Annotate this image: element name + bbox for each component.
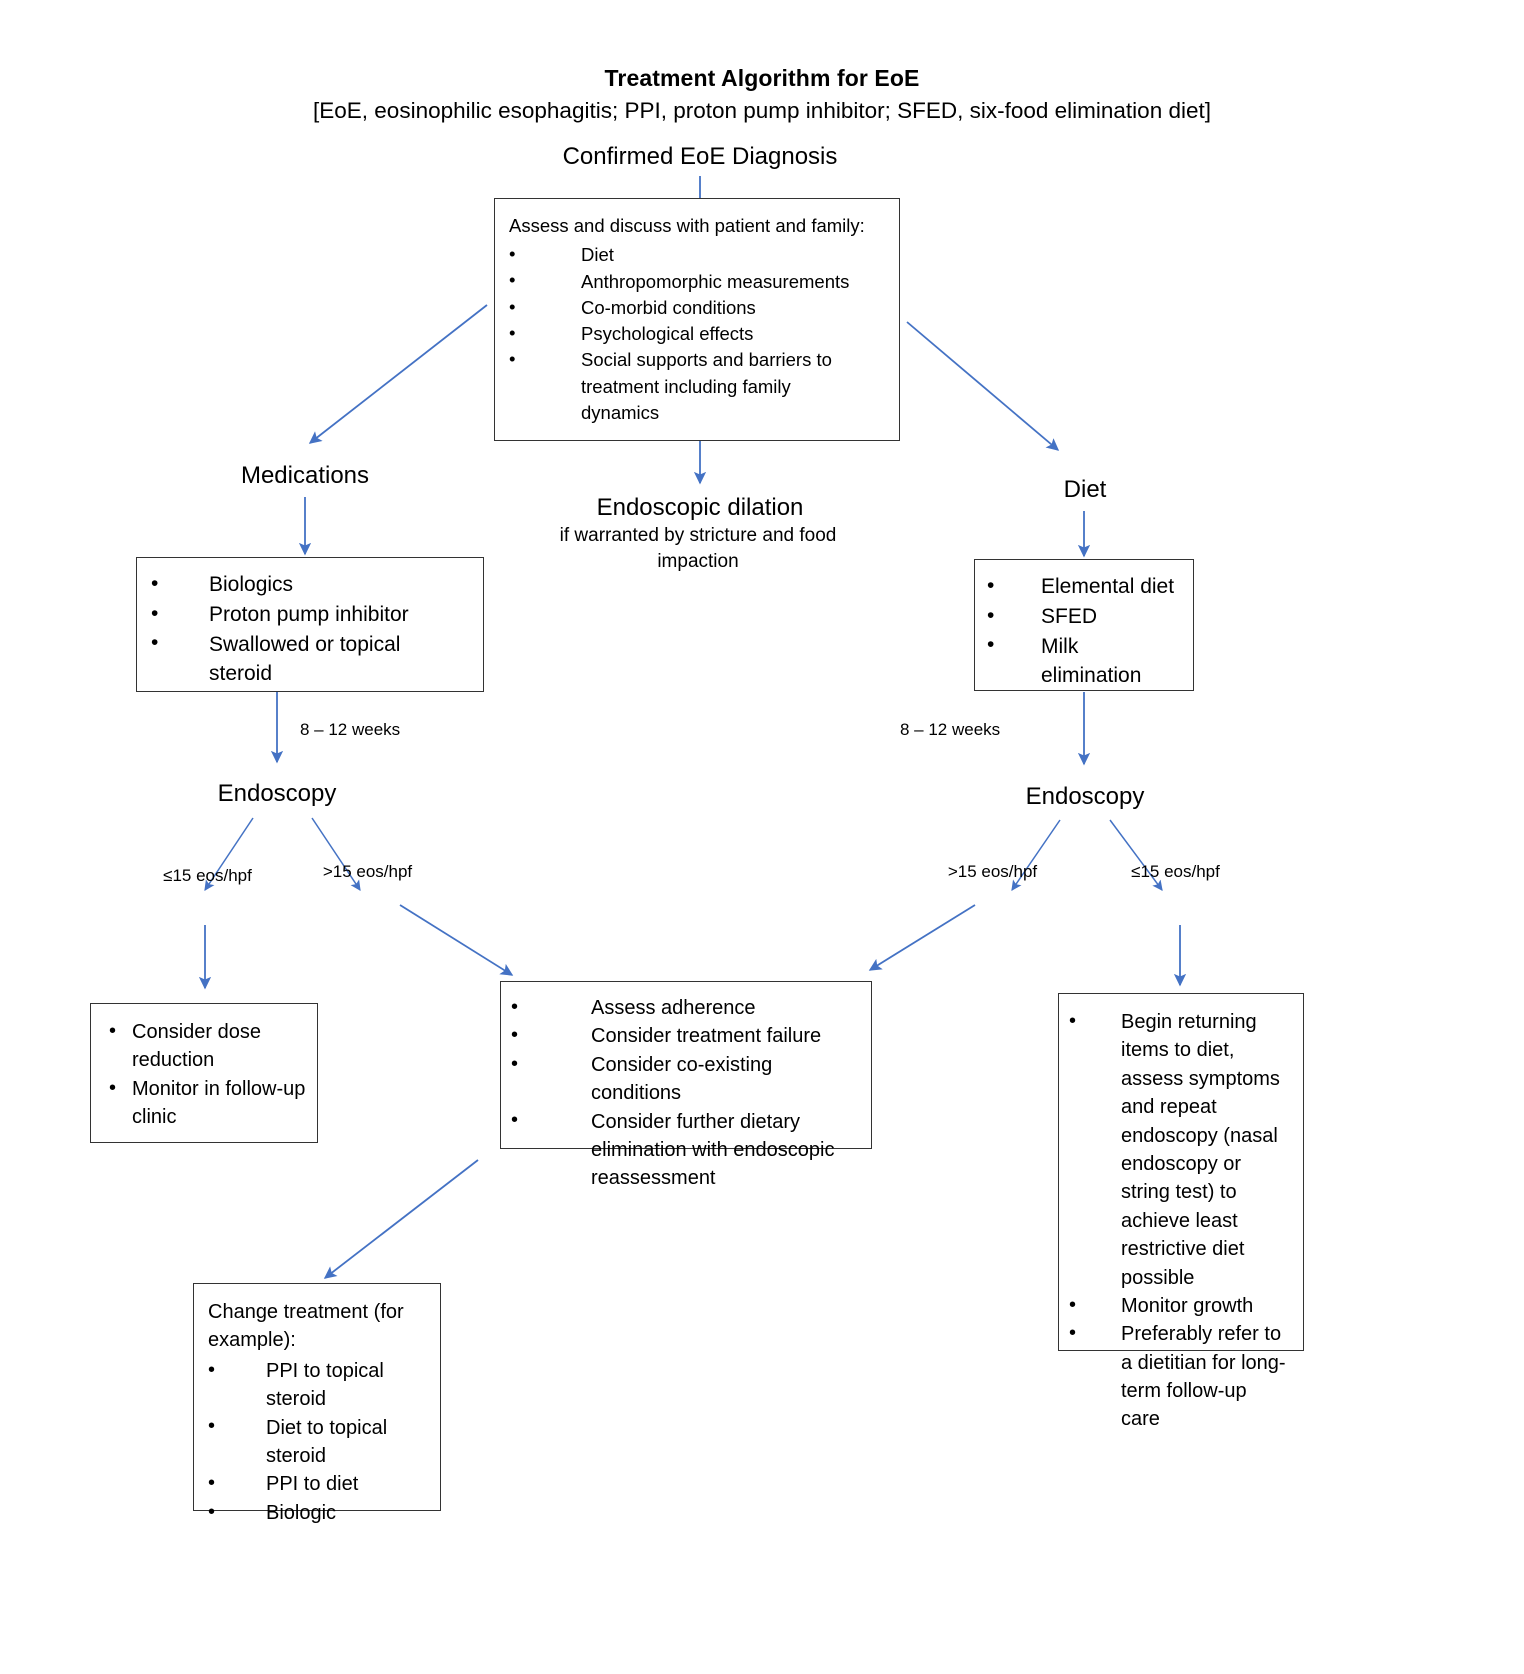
list-item: Consider dose reduction — [109, 1017, 307, 1075]
edge-label-left-low: ≤15 eos/hpf — [120, 866, 295, 886]
list-item: Milk elimination — [987, 630, 1185, 692]
list-item: Monitor in follow-up clinic — [109, 1074, 307, 1132]
list-item: Anthropomorphic measurements — [509, 267, 887, 295]
page-legend: [EoE, eosinophilic esophagitis; PPI, pro… — [313, 98, 1211, 123]
list-item: Begin returning items to diet, assess sy… — [1069, 1007, 1295, 1292]
list-item: Assess adherence — [511, 993, 861, 1022]
edge-label-right-low-text: ≤15 eos/hpf — [1131, 862, 1220, 881]
diet-box-list: Elemental diet SFED Milk elimination — [987, 571, 1185, 692]
treatment-failure-list: Assess adherence Consider treatment fail… — [511, 993, 861, 1193]
treatment-failure-box: Assess adherence Consider treatment fail… — [500, 981, 872, 1189]
dose-reduction-list: Consider dose reduction Monitor in follo… — [109, 1017, 307, 1132]
assess-box-list: Diet Anthropomorphic measurements Co-mor… — [509, 241, 887, 426]
list-item: Biologics — [151, 569, 473, 600]
list-item: Monitor growth — [1069, 1291, 1295, 1320]
node-confirmed-diagnosis-label: Confirmed EoE Diagnosis — [562, 143, 838, 170]
assess-box-intro: Assess and discuss with patient and fami… — [509, 215, 865, 236]
edge-highright-to-failure — [868, 904, 976, 971]
edge-label-right-high-text: >15 eos/hpf — [947, 862, 1038, 881]
list-item: Elemental diet — [987, 571, 1185, 602]
edge-label-weeks-left: 8 – 12 weeks — [300, 720, 480, 740]
diet-reintroduction-list: Begin returning items to diet, assess sy… — [1069, 1007, 1295, 1434]
list-item: Swallowed or topical steroid — [151, 628, 473, 690]
edge-label-weeks-right-text: 8 – 12 weeks — [900, 720, 1001, 739]
node-medications: Medications — [165, 462, 445, 490]
list-item: PPI to diet — [208, 1469, 430, 1498]
node-endoscopic-dilation-sub-text: if warranted by stricture and food impac… — [559, 525, 837, 572]
edge-assess-to-diet — [906, 321, 1060, 451]
list-item: Consider further dietary elimination wit… — [511, 1106, 861, 1193]
edge-label-weeks-left-text: 8 – 12 weeks — [300, 720, 401, 739]
assess-box: Assess and discuss with patient and fami… — [494, 198, 900, 441]
medications-box: Biologics Proton pump inhibitor Swallowe… — [136, 557, 484, 692]
edge-label-right-high: >15 eos/hpf — [905, 862, 1080, 882]
dose-reduction-box: Consider dose reduction Monitor in follo… — [90, 1003, 318, 1143]
list-item: SFED — [987, 601, 1185, 632]
node-diet-label: Diet — [1063, 476, 1107, 503]
list-item: Social supports and barriers to treatmen… — [509, 346, 887, 426]
node-endoscopy-right: Endoscopy — [965, 783, 1205, 811]
diet-reintroduction-box: Begin returning items to diet, assess sy… — [1058, 993, 1304, 1430]
list-item: PPI to topical steroid — [208, 1356, 430, 1414]
list-item: Diet to topical steroid — [208, 1412, 430, 1471]
edge-label-left-low-text: ≤15 eos/hpf — [163, 866, 252, 885]
edge-label-right-low: ≤15 eos/hpf — [1088, 862, 1263, 882]
node-diet: Diet — [960, 476, 1210, 504]
node-endoscopy-left-label: Endoscopy — [217, 780, 337, 807]
node-endoscopy-left: Endoscopy — [157, 780, 397, 808]
node-confirmed-diagnosis: Confirmed EoE Diagnosis — [440, 143, 960, 171]
list-item: Psychological effects — [509, 320, 887, 347]
edge-assess-to-medications — [308, 304, 488, 444]
page-title: Treatment Algorithm for EoE — [604, 65, 920, 91]
node-endoscopic-dilation-sub: if warranted by stricture and food impac… — [548, 523, 848, 574]
edge-failure-to-change-treatment — [323, 1159, 479, 1279]
edge-highleft-to-failure — [399, 904, 514, 976]
node-medications-label: Medications — [240, 462, 370, 489]
node-endoscopic-dilation-label: Endoscopic dilation — [596, 494, 804, 521]
medications-box-list: Biologics Proton pump inhibitor Swallowe… — [151, 569, 473, 690]
diet-box: Elemental diet SFED Milk elimination — [974, 559, 1194, 691]
change-treatment-list: PPI to topical steroid Diet to topical s… — [208, 1356, 430, 1527]
list-item: Biologic — [208, 1498, 430, 1527]
edge-label-left-high: >15 eos/hpf — [280, 862, 455, 882]
node-endoscopic-dilation: Endoscopic dilation — [520, 494, 880, 522]
list-item: Consider co-existing conditions — [511, 1050, 861, 1108]
list-item: Co-morbid conditions — [509, 294, 887, 321]
change-treatment-intro: Change treatment (for example): — [208, 1301, 404, 1352]
edge-label-weeks-right: 8 – 12 weeks — [900, 720, 1080, 740]
list-item: Preferably refer to a dietitian for long… — [1069, 1319, 1295, 1434]
list-item: Consider treatment failure — [511, 1021, 861, 1050]
list-item: Diet — [509, 241, 887, 268]
node-endoscopy-right-label: Endoscopy — [1025, 783, 1145, 810]
edge-label-left-high-text: >15 eos/hpf — [322, 862, 413, 881]
list-item: Proton pump inhibitor — [151, 599, 473, 630]
change-treatment-box: Change treatment (for example): PPI to t… — [193, 1283, 441, 1526]
